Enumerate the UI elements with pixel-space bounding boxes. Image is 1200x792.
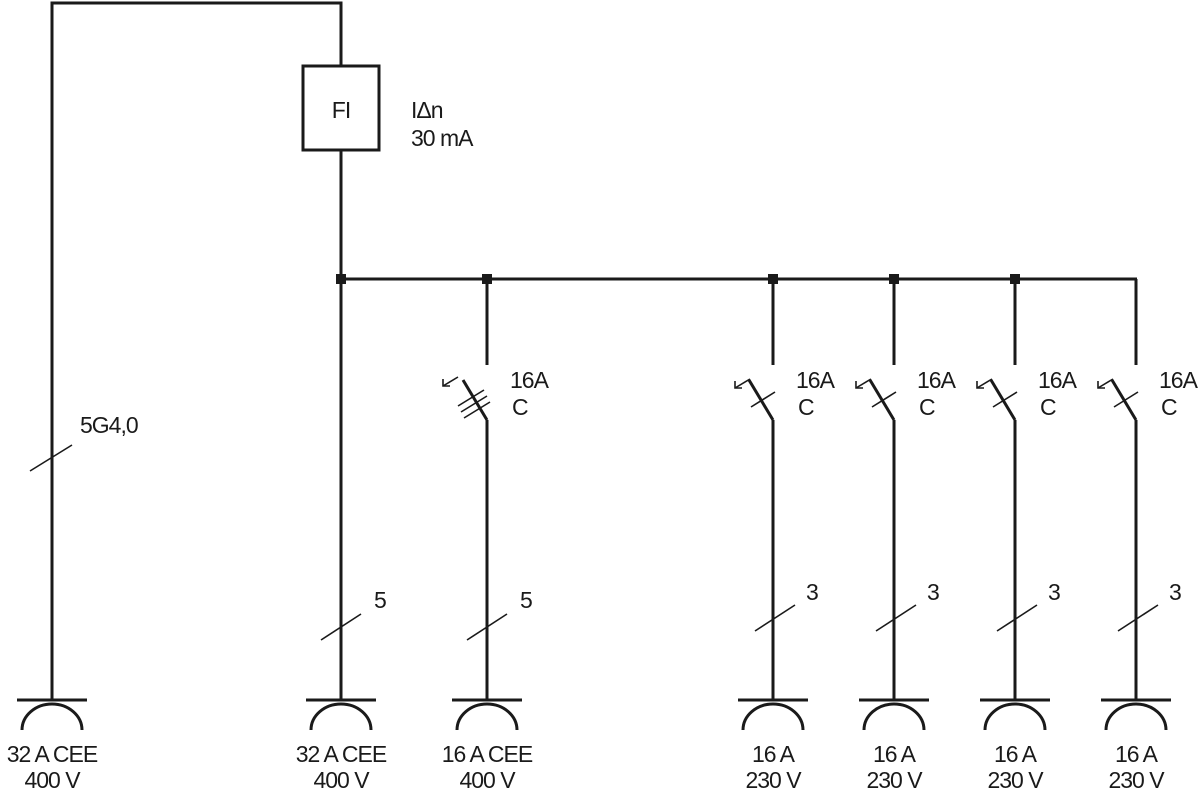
conductor-count: 3 [1169,579,1181,605]
trip-arrow [976,378,993,389]
breaker-rating: 16A [917,367,957,393]
socket-arc [1104,702,1168,731]
breaker-characteristic: C [1161,394,1177,420]
conductor-count: 3 [806,579,818,605]
junction-node [336,274,346,284]
breaker-rating: 16A [1159,367,1199,393]
socket-label-line2: 230 V [866,767,923,792]
conductor-count: 5 [374,587,386,613]
socket-2: 32 A CEE 400 V [296,698,388,792]
supply-cable-label: 5G4,0 [80,412,138,438]
socket-label-line2: 230 V [1108,767,1165,792]
conductor-tick [466,613,508,641]
socket-arc [20,702,84,731]
pole-mark [1113,391,1139,408]
socket-arc [983,702,1047,731]
trip-arrow-head [855,381,863,389]
socket-label-line2: 230 V [987,767,1044,792]
socket-4: 16 A 230 V [738,698,808,792]
socket-5: 16 A 230 V [859,698,929,792]
socket-1: 32 A CEE 400 V [7,698,99,792]
socket-label-line1: 32 A CEE [296,741,387,767]
trip-arrow-head [976,381,984,389]
breaker-characteristic: C [919,394,935,420]
trip-arrow [734,378,751,389]
trip-arrow-head [442,379,450,387]
conductor-tick [1117,604,1159,632]
socket-7: 16 A 230 V [1101,698,1171,792]
socket-label-line1: 16 A [873,741,917,767]
breaker-characteristic: C [1040,394,1056,420]
conductor-tick [320,613,362,641]
rcd-rating-symbol: IΔn [411,97,443,123]
conductor-count: 3 [927,579,939,605]
breaker-4: 16A C [976,279,1079,700]
socket-arc [455,702,519,731]
breaker-3: 16A C [855,279,958,700]
trip-arrow [1097,378,1114,389]
pole-mark [750,391,776,408]
breaker-5: 16A C [1097,279,1200,700]
socket-6: 16 A 230 V [980,698,1050,792]
socket-label-line2: 400 V [313,767,370,792]
rcd-rating-current: 30 mA [411,125,474,151]
rcd-label: FI [332,97,350,123]
pole-mark [871,391,897,408]
socket-arc [309,702,373,731]
breaker-contact [461,379,489,421]
pole-mark [463,401,491,419]
conductor-tick [996,604,1038,632]
socket-label-line1: 32 A CEE [7,741,98,767]
conductor-count: 5 [520,587,532,613]
trip-arrow-head [1097,381,1105,389]
conductor-tick [875,604,917,632]
breaker-rating: 16A [510,367,550,393]
breaker-rating: 16A [796,367,836,393]
socket-label-line2: 400 V [24,767,81,792]
breaker-characteristic: C [512,394,528,420]
breaker-1: 16A C [442,279,551,700]
pole-mark [460,395,488,413]
trip-arrow [855,378,872,389]
breaker-characteristic: C [798,394,814,420]
socket-label-line1: 16 A [1115,741,1159,767]
conductor-count: 3 [1048,579,1060,605]
conductor-tick [754,604,796,632]
socket-3: 16 A CEE 400 V [442,698,534,792]
socket-label-line1: 16 A CEE [442,741,533,767]
socket-label-line1: 16 A [752,741,796,767]
cable-tick [29,444,73,472]
pole-mark [457,389,485,407]
socket-arc [862,702,926,731]
socket-arc [741,702,805,731]
socket-label-line2: 400 V [459,767,516,792]
trip-arrow-head [734,381,742,389]
breaker-2: 16A C [734,279,837,700]
supply-line [50,1,343,700]
socket-label-line1: 16 A [994,741,1038,767]
socket-label-line2: 230 V [745,767,802,792]
breaker-rating: 16A [1038,367,1078,393]
trip-arrow [442,376,459,387]
pole-mark [992,391,1018,408]
